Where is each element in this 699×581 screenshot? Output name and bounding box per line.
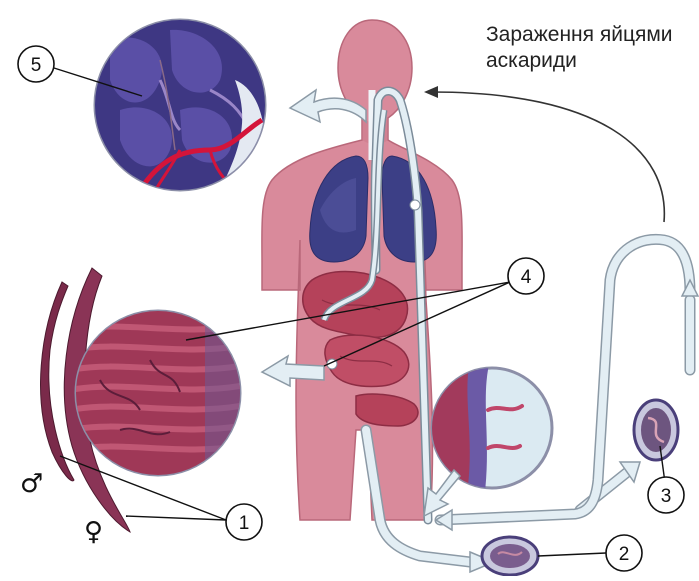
caption-line-2: аскариди — [486, 48, 696, 74]
marker-3: 3 — [648, 477, 684, 513]
marker-3-label: 3 — [661, 486, 672, 507]
magnified-lung-circle — [95, 20, 265, 200]
marker-2-label: 2 — [619, 544, 630, 565]
marker-1-label: 1 — [239, 513, 250, 534]
marker-1: 1 — [226, 504, 262, 540]
infection-caption: Зараження яйцями аскариди — [486, 22, 696, 74]
egg-with-larva — [634, 400, 678, 460]
marker-4-label: 4 — [521, 267, 532, 288]
egg-fertilized — [482, 537, 538, 575]
marker-4: 4 — [508, 258, 544, 294]
female-symbol: ♀ — [84, 517, 103, 547]
male-symbol: ♂ — [20, 469, 43, 499]
marker-5-label: 5 — [31, 55, 42, 76]
marker-5: 5 — [18, 46, 54, 82]
caption-line-1: Зараження яйцями — [486, 22, 696, 48]
marker-2: 2 — [606, 535, 642, 571]
infection-arrow — [432, 92, 664, 222]
